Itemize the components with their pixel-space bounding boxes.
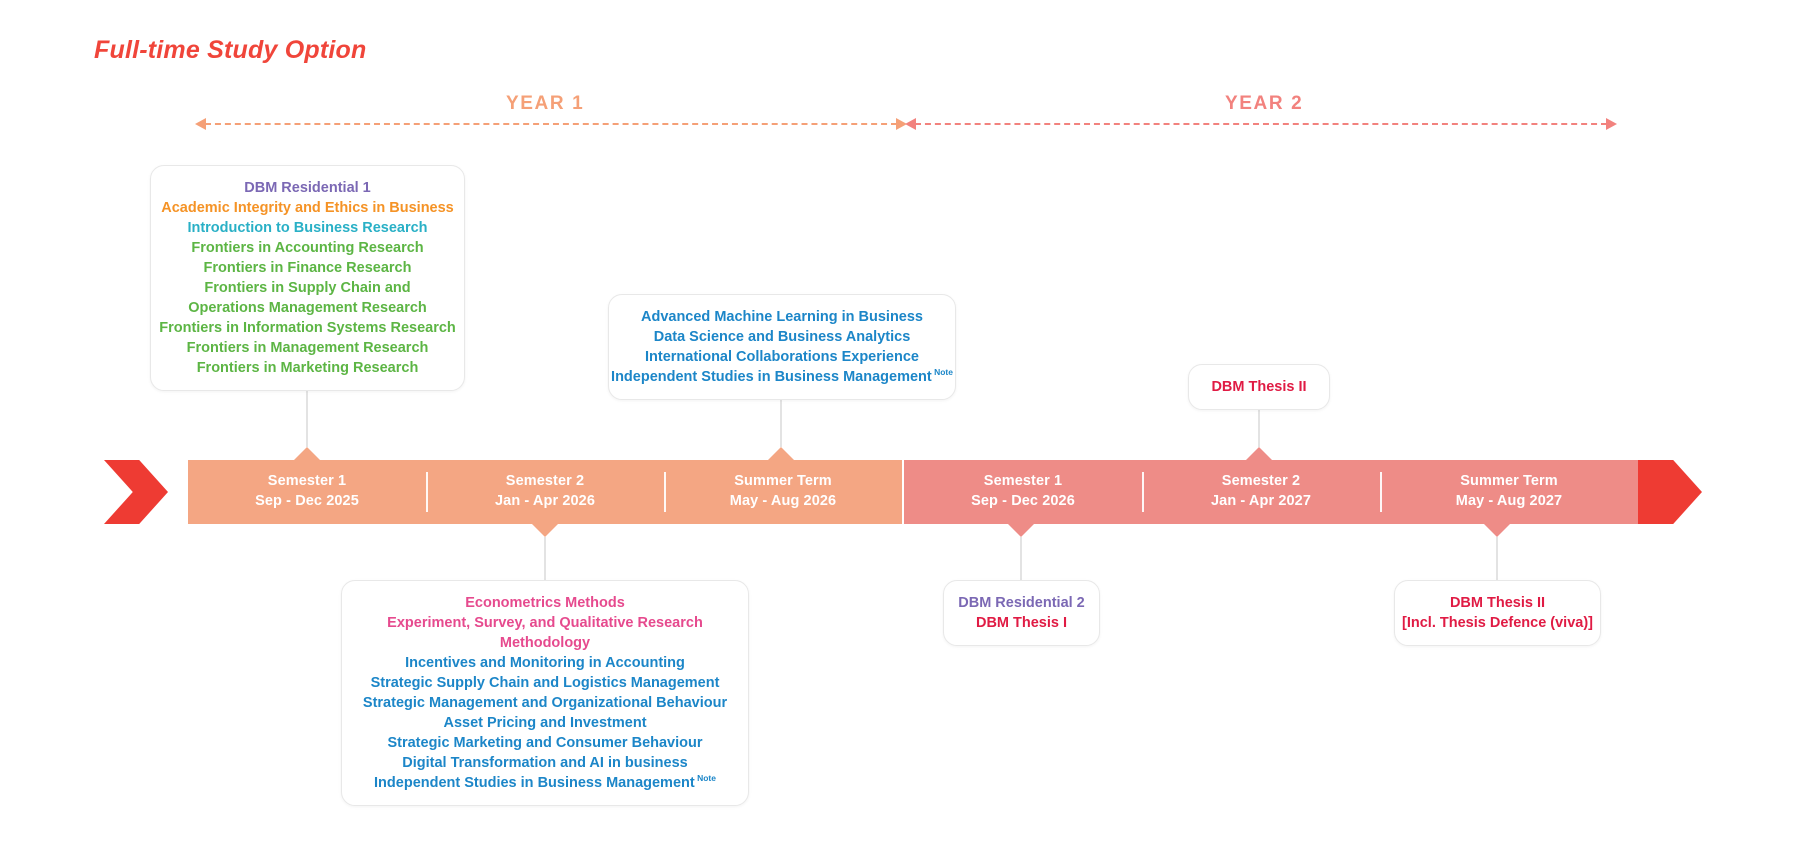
course-item: DBM Residential 1	[244, 180, 371, 196]
segment-dates: Sep - Dec 2025	[255, 493, 359, 509]
year-axis-dashed-line	[205, 123, 897, 125]
course-item: Digital Transformation and AI in busines…	[402, 755, 688, 771]
year-axis-right-arrow-icon	[1606, 118, 1617, 130]
course-item: DBM Thesis I	[975, 615, 1068, 631]
course-item: Strategic Supply Chain and Logistics Man…	[370, 675, 720, 691]
connector-notch-icon	[532, 524, 558, 537]
connector-notch-icon	[768, 447, 794, 460]
year-axis-1	[195, 118, 907, 130]
segment-dates: Jan - Apr 2026	[495, 493, 595, 509]
timeline-segment-2[interactable]: Semester 2 Jan - Apr 2026	[426, 460, 664, 524]
page-title: Full-time Study Option	[94, 36, 367, 64]
card-year2-summer-term[interactable]: DBM Thesis II [Incl. Thesis Defence (viva…	[1394, 580, 1601, 646]
year-axis-right-arrow-icon	[896, 118, 907, 130]
course-item: Experiment, Survey, and Qualitative Rese…	[387, 615, 703, 651]
timeline-segment-5[interactable]: Semester 2 Jan - Apr 2027	[1142, 460, 1380, 524]
segment-divider	[664, 472, 666, 512]
year-axis-2	[905, 118, 1617, 130]
course-item: Data Science and Business Analytics	[653, 329, 911, 345]
course-item: Frontiers in Management Research	[186, 340, 429, 356]
course-item: Introduction to Business Research	[187, 220, 428, 236]
course-item: Incentives and Monitoring in Accounting	[405, 655, 685, 671]
timeline-start-arrow-icon	[104, 460, 168, 524]
segment-dates: May - Aug 2027	[1455, 493, 1563, 509]
timeline-end-arrow-icon	[1638, 460, 1702, 524]
note-superscript: Note	[931, 367, 953, 378]
course-item: Frontiers in Information Systems Researc…	[159, 320, 456, 336]
timeline-segment-1[interactable]: Semester 1 Sep - Dec 2025	[188, 460, 426, 524]
connector-notch-icon	[294, 447, 320, 460]
course-item: DBM Thesis II	[1449, 595, 1546, 611]
course-item: [Incl. Thesis Defence (viva)]	[1402, 615, 1593, 631]
year-label-2: YEAR 2	[1225, 93, 1304, 114]
course-item: Strategic Marketing and Consumer Behavio…	[387, 735, 703, 751]
note-superscript: Note	[694, 773, 716, 784]
segment-name: Summer Term	[1460, 473, 1558, 490]
course-item: DBM Thesis II	[1211, 379, 1307, 395]
course-item: Independent Studies in Business Manageme…	[374, 773, 716, 791]
card-year1-semester1[interactable]: DBM Residential 1 Academic Integrity and …	[150, 165, 465, 391]
connector-stem	[306, 391, 308, 447]
course-item: DBM Residential 2	[958, 595, 1085, 611]
course-item: Frontiers in Finance Research	[203, 260, 412, 276]
year-axis-dashed-line	[915, 123, 1607, 125]
year-label-1: YEAR 1	[506, 93, 585, 114]
course-item: Econometrics Methods	[465, 595, 625, 611]
course-item: Frontiers in Supply Chain and Operations…	[188, 280, 427, 316]
segment-name: Semester 1	[983, 473, 1063, 490]
segment-divider	[1142, 472, 1144, 512]
segment-name: Semester 2	[505, 473, 585, 490]
course-item: Frontiers in Marketing Research	[196, 360, 419, 376]
segment-dates: Sep - Dec 2026	[971, 493, 1075, 509]
connector-stem	[1496, 537, 1498, 580]
segment-divider	[1380, 472, 1382, 512]
timeline-segment-4[interactable]: Semester 1 Sep - Dec 2026	[904, 460, 1142, 524]
segment-dates: May - Aug 2026	[729, 493, 837, 509]
connector-notch-icon	[1008, 524, 1034, 537]
segment-name: Semester 2	[1221, 473, 1301, 490]
year-axis-left-arrow-icon	[195, 118, 206, 130]
segment-name: Semester 1	[267, 473, 347, 490]
year-axis-left-arrow-icon	[905, 118, 916, 130]
card-year2-semester2[interactable]: DBM Thesis II	[1188, 364, 1330, 410]
course-item: Independent Studies in Business Manageme…	[611, 367, 953, 385]
course-item: International Collaborations Experience	[645, 349, 919, 365]
course-item: Asset Pricing and Investment	[443, 715, 647, 731]
course-item: Frontiers in Accounting Research	[191, 240, 424, 256]
segment-dates: Jan - Apr 2027	[1211, 493, 1311, 509]
connector-stem	[1020, 537, 1022, 580]
connector-stem	[1258, 410, 1260, 447]
connector-stem	[780, 400, 782, 447]
card-year2-semester1[interactable]: DBM Residential 2 DBM Thesis I	[943, 580, 1100, 646]
connector-notch-icon	[1246, 447, 1272, 460]
connector-stem	[544, 537, 546, 580]
course-item: Advanced Machine Learning in Business	[640, 309, 923, 325]
segment-divider	[426, 472, 428, 512]
connector-notch-icon	[1484, 524, 1510, 537]
course-item: Academic Integrity and Ethics in Busines…	[161, 200, 454, 216]
segment-name: Summer Term	[734, 473, 832, 490]
course-item: Strategic Management and Organizational …	[362, 695, 728, 711]
